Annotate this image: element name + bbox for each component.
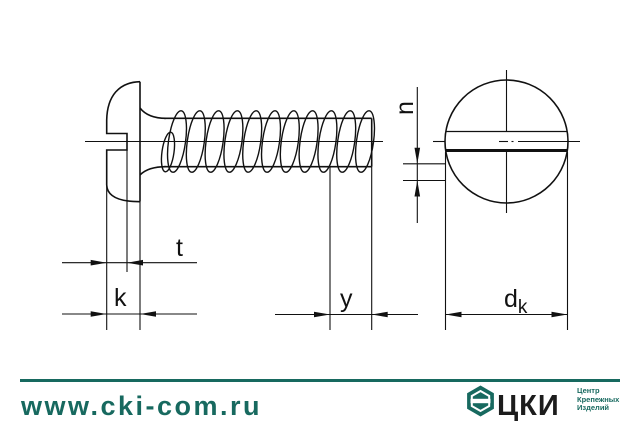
arrowhead-right: [90, 259, 107, 266]
screw-head: [105, 80, 167, 203]
side-extension-lines: [106, 150, 373, 330]
arrowhead-left: [127, 259, 143, 266]
arrowhead-left: [445, 311, 462, 318]
end-view-centerlines: [433, 70, 580, 213]
brand-name: ЦКИ: [497, 390, 560, 422]
tagline-line: Изделий: [577, 403, 610, 413]
dimension-dk: dk: [444, 152, 569, 330]
tagline-line: Центр: [577, 386, 600, 395]
arrowhead-right: [90, 311, 107, 317]
screw-side-view: t k y: [62, 80, 418, 330]
screw-end-view: n dk: [391, 70, 580, 330]
dk-subscript: k: [518, 297, 528, 318]
dimension-k: k: [62, 284, 197, 317]
cki-logo-icon: [467, 385, 494, 417]
dimension-n: n: [391, 87, 446, 223]
dk-base: d: [504, 285, 518, 313]
arrowhead-right: [551, 311, 568, 318]
dimension-label-y: y: [340, 285, 353, 313]
dimension-label-k: k: [114, 284, 127, 312]
arrowhead-left: [140, 311, 156, 317]
thread-helix: [160, 110, 376, 173]
dimension-y: y: [275, 285, 418, 318]
tagline-line: Крепежных: [577, 394, 620, 404]
arrowhead-up: [414, 180, 421, 197]
dimension-label-n: n: [391, 101, 419, 115]
logo-slot: [470, 398, 491, 404]
dimension-label-t: t: [176, 234, 183, 262]
dimension-t: t: [62, 234, 197, 266]
footer-url: www.cki-com.ru: [21, 391, 263, 421]
arrowhead-down: [414, 147, 421, 164]
footer-divider: [20, 379, 620, 382]
brand-tagline: Центр Крепежных Изделий: [577, 386, 620, 413]
arrowhead-left: [371, 311, 388, 318]
logo-hexagon-inner-ring: [470, 389, 491, 413]
dimension-label-dk: dk: [504, 285, 528, 318]
arrowhead-right: [314, 311, 330, 318]
